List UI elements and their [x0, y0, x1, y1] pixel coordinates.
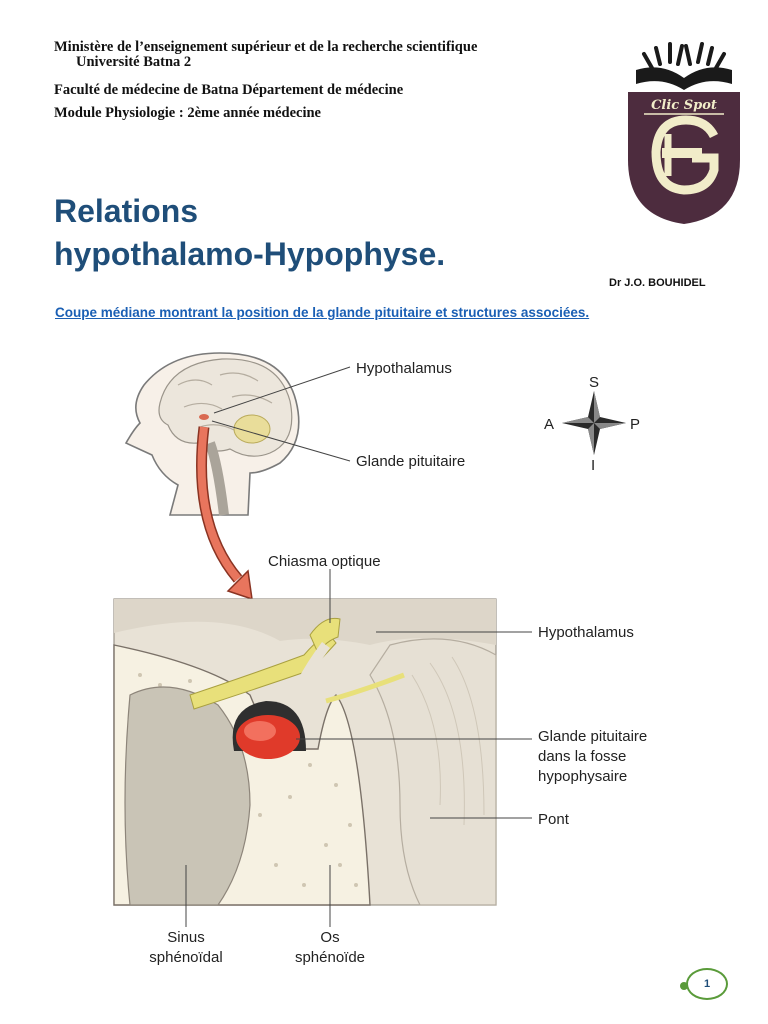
compass-a: A: [544, 416, 554, 433]
label-glande-line1: Glande pituitaire: [538, 728, 647, 745]
header-university: Université Batna 2: [76, 54, 192, 70]
anatomy-figure: Hypothalamus Glande pituitaire S A P I: [113, 352, 647, 966]
page-title-line1: Relations: [54, 193, 199, 229]
header-faculty: Faculté de médecine de Batna Département…: [54, 82, 404, 98]
header-module: Module Physiologie : 2ème année médecine: [54, 105, 321, 121]
head-label-hypothalamus: Hypothalamus: [356, 360, 452, 377]
compass-icon: S A P I: [544, 374, 640, 474]
label-chiasma: Chiasma optique: [268, 553, 381, 570]
sagittal-section: [113, 598, 497, 906]
zoom-arrow-icon: [196, 426, 253, 601]
logo-monogram: CG: [683, 219, 685, 221]
label-os-line1: Os: [320, 929, 339, 946]
head-label-glande: Glande pituitaire: [356, 453, 465, 470]
page-number-dot: [680, 982, 688, 990]
label-sinus-line1: Sinus: [167, 929, 205, 946]
compass-p: P: [630, 416, 640, 433]
head-illustration: [124, 352, 300, 516]
compass-i: I: [591, 457, 595, 474]
logo-text: Clic Spot: [651, 98, 717, 113]
label-sinus-line2: sphénoïdal: [149, 949, 222, 966]
label-glande-line3: hypophysaire: [538, 768, 627, 785]
author: Dr J.O. BOUHIDEL: [609, 277, 706, 289]
label-pont: Pont: [538, 811, 570, 828]
clic-spot-logo: Clic Spot CG: [628, 42, 740, 224]
figure-caption[interactable]: Coupe médiane montrant la position de la…: [55, 305, 590, 320]
page-number: 1: [686, 968, 728, 1000]
compass-s: S: [589, 374, 599, 391]
page-title-line2: hypothalamo-Hypophyse.: [54, 236, 446, 272]
header-ministry: Ministère de l’enseignement supérieur et…: [54, 39, 478, 55]
label-glande-line2: dans la fosse: [538, 748, 626, 765]
label-os-line2: sphénoïde: [295, 949, 365, 966]
label-hypothalamus: Hypothalamus: [538, 624, 634, 641]
